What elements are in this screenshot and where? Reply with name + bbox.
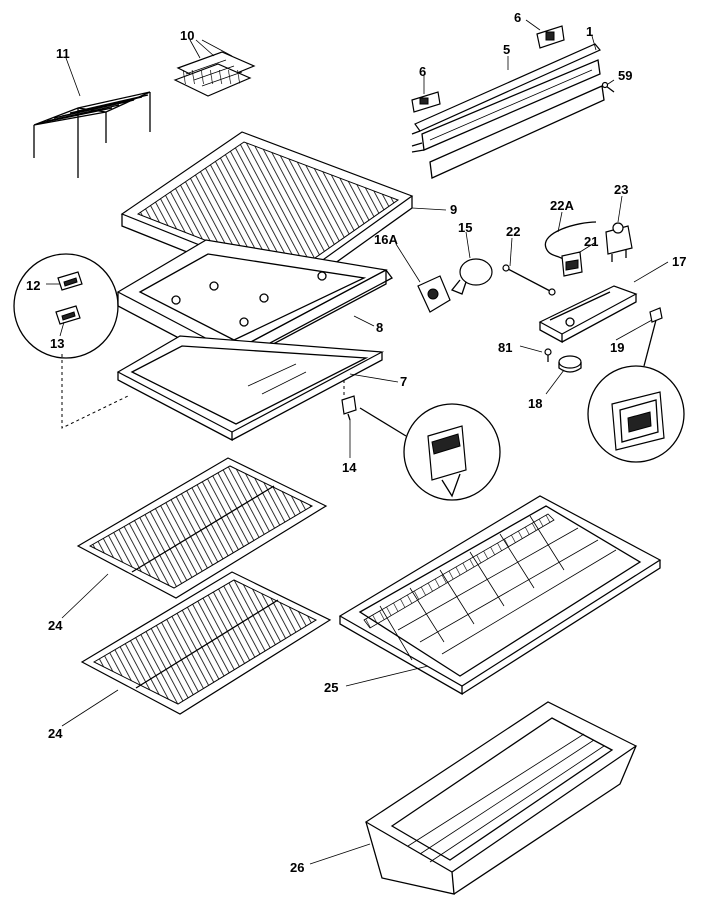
callout-labels: 1 5 6 6 59 10 11 9 8 7 12 13 14 15 16A 1… — [26, 10, 686, 875]
part-8-shelf-frame — [116, 239, 393, 368]
callout-59: 59 — [618, 68, 632, 83]
callout-5: 5 — [503, 42, 510, 57]
part-10-egg-trays — [173, 51, 256, 97]
part-81-screw — [544, 348, 552, 362]
part-26-crisper-pan — [364, 701, 638, 895]
part-9-shelf — [120, 131, 414, 295]
part-23-thermostat — [605, 222, 633, 262]
callout-19: 19 — [610, 340, 624, 355]
detail-circle-19 — [587, 319, 685, 463]
part-59-screw — [601, 81, 615, 93]
part-22A-wire — [544, 221, 597, 263]
part-18-knob — [558, 355, 582, 373]
callout-11: 11 — [56, 46, 70, 61]
part-25-crisper-cover — [338, 495, 662, 696]
callout-16A: 16A — [374, 232, 398, 247]
detail-circle-12-13 — [13, 253, 129, 429]
part-21-connector — [561, 251, 583, 277]
part-6-bracket-top — [536, 25, 565, 49]
detail-circle-14 — [359, 403, 501, 501]
leader-lines — [46, 19, 669, 865]
callout-22: 22 — [506, 224, 520, 239]
part-24-wire-shelf-lower — [80, 571, 332, 715]
part-19-clip — [649, 307, 663, 323]
callout-23: 23 — [614, 182, 628, 197]
callout-81: 81 — [498, 340, 512, 355]
part-7-cover — [116, 335, 385, 442]
callout-13: 13 — [50, 336, 64, 351]
callout-9: 9 — [450, 202, 457, 217]
part-5-rail-assembly — [411, 43, 605, 179]
callout-18: 18 — [528, 396, 542, 411]
part-11-wire-rack — [33, 91, 151, 178]
part-24-wire-shelf-upper — [76, 457, 328, 599]
callout-14: 14 — [342, 460, 357, 475]
callout-6-left: 6 — [419, 64, 426, 79]
callout-21: 21 — [584, 234, 598, 249]
part-22-rod — [502, 264, 556, 296]
part-6-bracket-left — [411, 91, 441, 113]
callout-15: 15 — [458, 220, 472, 235]
callout-10: 10 — [180, 28, 194, 43]
part-16A-socket — [417, 275, 451, 313]
callout-24-upper: 24 — [48, 618, 63, 633]
callout-24-lower: 24 — [48, 726, 63, 741]
callout-17: 17 — [672, 254, 686, 269]
part-15-bulb — [450, 258, 493, 295]
part-17-control-housing — [538, 285, 638, 344]
part-14-switch — [341, 380, 357, 421]
callout-1: 1 — [586, 24, 593, 39]
callout-26: 26 — [290, 860, 304, 875]
callout-7: 7 — [400, 374, 407, 389]
callout-8: 8 — [376, 320, 383, 335]
callout-22A: 22A — [550, 198, 574, 213]
callout-6-top: 6 — [514, 10, 521, 25]
callout-12: 12 — [26, 278, 40, 293]
callout-25: 25 — [324, 680, 338, 695]
